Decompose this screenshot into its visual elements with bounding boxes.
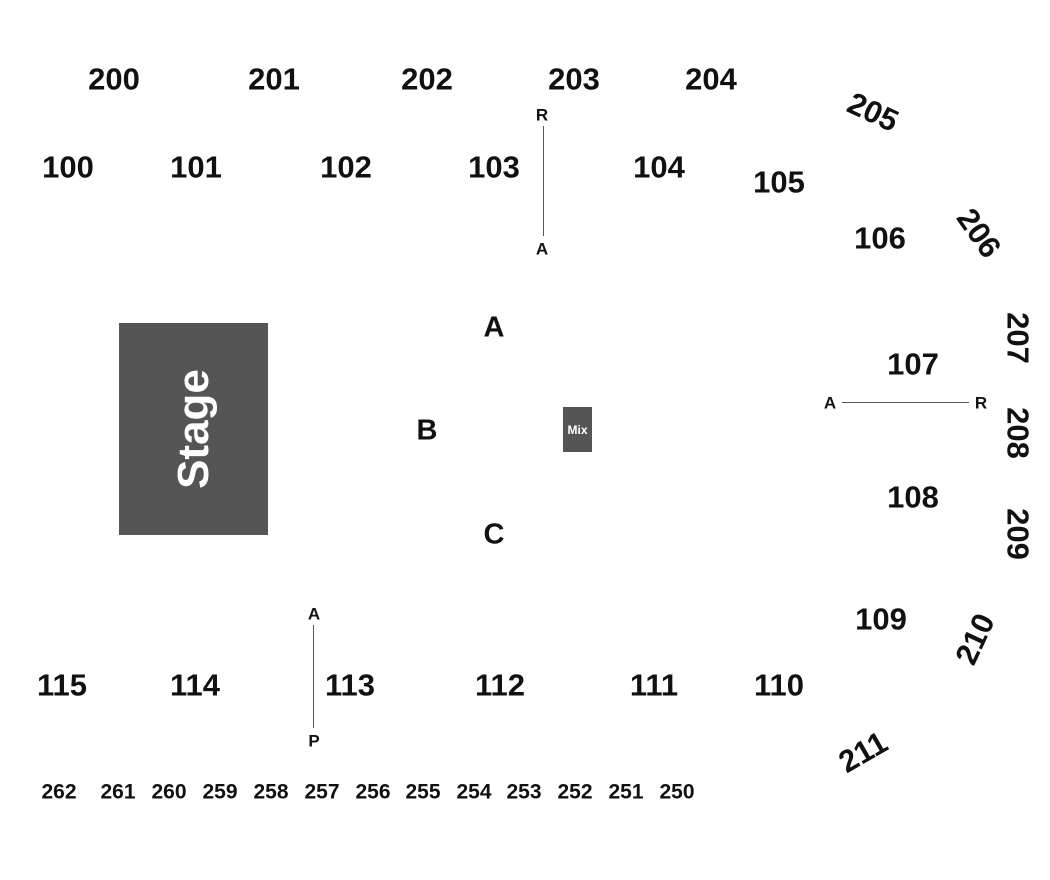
- section-260-label[interactable]: 260: [151, 780, 187, 804]
- section-209-label[interactable]: 209: [1000, 508, 1036, 560]
- section-109-label[interactable]: 109: [855, 601, 907, 637]
- section-103-label[interactable]: 103: [468, 149, 520, 185]
- section-258-label[interactable]: 258: [253, 780, 289, 804]
- section-205-label[interactable]: 205: [842, 85, 904, 139]
- mix-position: Mix: [563, 407, 592, 452]
- section-251-label[interactable]: 251: [608, 780, 644, 804]
- row-marker-107-left: A: [823, 393, 837, 413]
- section-105-label[interactable]: 105: [753, 164, 805, 200]
- row-line-103: [543, 126, 544, 236]
- section-115-label[interactable]: 115: [36, 667, 88, 703]
- section-113-label[interactable]: 113: [324, 667, 376, 703]
- row-marker-113-top: A: [307, 604, 321, 624]
- section-254-label[interactable]: 254: [456, 780, 492, 804]
- row-line-113: [313, 625, 314, 728]
- section-253-label[interactable]: 253: [506, 780, 542, 804]
- floor-section-a-label[interactable]: A: [483, 311, 505, 344]
- floor-section-c-label[interactable]: C: [483, 518, 505, 551]
- section-201-label[interactable]: 201: [248, 61, 300, 97]
- section-102-label[interactable]: 102: [320, 149, 372, 185]
- section-262-label[interactable]: 262: [41, 780, 77, 804]
- section-104-label[interactable]: 104: [633, 149, 685, 185]
- row-marker-103-top: R: [535, 105, 549, 125]
- row-marker-103-bottom: A: [535, 239, 549, 259]
- row-marker-113-bottom: P: [308, 731, 320, 751]
- section-200-label[interactable]: 200: [88, 61, 140, 97]
- stage: Stage: [119, 323, 268, 535]
- section-110-label[interactable]: 110: [753, 667, 805, 703]
- section-250-label[interactable]: 250: [659, 780, 695, 804]
- section-255-label[interactable]: 255: [405, 780, 441, 804]
- section-206-label[interactable]: 206: [949, 201, 1009, 265]
- row-marker-107-right: R: [974, 393, 988, 413]
- section-114-label[interactable]: 114: [169, 667, 221, 703]
- section-252-label[interactable]: 252: [557, 780, 593, 804]
- section-106-label[interactable]: 106: [854, 220, 906, 256]
- section-257-label[interactable]: 257: [304, 780, 340, 804]
- section-112-label[interactable]: 112: [474, 667, 526, 703]
- stage-label: Stage: [168, 369, 218, 489]
- section-100-label[interactable]: 100: [42, 149, 94, 185]
- row-line-107: [842, 402, 969, 403]
- section-210-label[interactable]: 210: [948, 608, 1002, 670]
- section-203-label[interactable]: 203: [548, 61, 600, 97]
- section-259-label[interactable]: 259: [202, 780, 238, 804]
- section-211-label[interactable]: 211: [832, 724, 894, 780]
- section-256-label[interactable]: 256: [355, 780, 391, 804]
- section-101-label[interactable]: 101: [170, 149, 222, 185]
- floor-section-b-label[interactable]: B: [416, 414, 438, 447]
- section-207-label[interactable]: 207: [1000, 312, 1036, 364]
- section-202-label[interactable]: 202: [401, 61, 453, 97]
- mix-label: Mix: [567, 422, 588, 437]
- section-204-label[interactable]: 204: [685, 61, 737, 97]
- section-208-label[interactable]: 208: [1000, 407, 1036, 459]
- section-111-label[interactable]: 111: [629, 667, 679, 703]
- section-108-label[interactable]: 108: [887, 479, 939, 515]
- section-261-label[interactable]: 261: [100, 780, 136, 804]
- section-107-label[interactable]: 107: [887, 346, 939, 382]
